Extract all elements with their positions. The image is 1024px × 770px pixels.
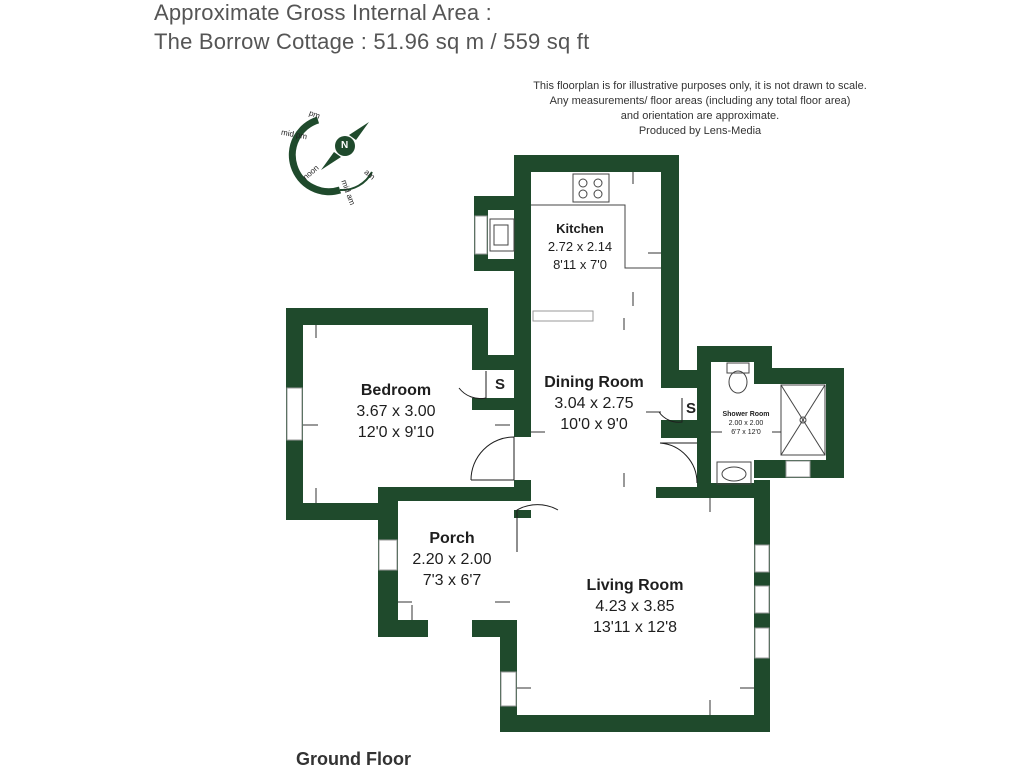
shower-door-swing — [659, 442, 698, 484]
room-metric: 2.20 x 2.00 — [412, 551, 492, 568]
room-imperial: 10'0 x 9'0 — [560, 416, 628, 433]
disclaimer-line: and orientation are approximate. — [620, 110, 780, 122]
kitchen-left-wall — [514, 155, 531, 355]
kitchen-bay-top-wall — [474, 196, 531, 210]
kitchen-sink-icon — [489, 218, 515, 252]
compass-north-label: N — [341, 140, 349, 151]
floor-label: Ground Floor — [296, 749, 411, 769]
windows — [286, 215, 811, 707]
porch-top-wall — [388, 487, 531, 501]
area-title-line-2: The Borrow Cottage : 51.96 sq m / 559 sq… — [154, 29, 590, 54]
shower-drain-icon — [799, 416, 807, 424]
hob-ring-icon — [578, 189, 588, 199]
compass — [288, 116, 373, 196]
shower-tray-line — [780, 384, 826, 456]
dimension-markers — [303, 172, 781, 715]
hob-ring-icon — [578, 178, 588, 188]
living-right-window-2 — [754, 585, 770, 614]
room-metric: 4.23 x 3.85 — [595, 598, 675, 615]
shower-fixtures — [716, 362, 826, 485]
shower-bay-right-wall — [826, 368, 844, 478]
room-metric: 3.04 x 2.75 — [554, 395, 634, 412]
bedroom-door-swing — [470, 436, 515, 481]
room-imperial: 8'11 x 7'0 — [553, 257, 607, 272]
room-name: Bedroom — [360, 382, 432, 399]
shower-tray-icon — [780, 384, 826, 456]
toilet-cistern-icon — [726, 362, 750, 374]
disclaimer: This floorplan is for illustrative purpo… — [510, 79, 890, 139]
bedroom-top-wall — [286, 308, 488, 325]
hob-ring-icon — [593, 178, 603, 188]
room-imperial: 13'11 x 12'8 — [592, 619, 678, 636]
storage-label-bedroom: S — [495, 376, 506, 393]
living-right-window-1 — [754, 544, 770, 573]
shower-left-wall — [697, 346, 711, 498]
shower-bottom-wall — [697, 483, 770, 498]
doors — [458, 371, 698, 552]
disclaimer-line: Any measurements/ floor areas (including… — [549, 95, 851, 107]
room-name: Shower Room — [722, 411, 770, 418]
living-bottom-wall — [500, 715, 770, 732]
hob-ring-icon — [593, 189, 603, 199]
porch-label: Porch 2.20 x 2.00 7'3 x 6'7 — [402, 528, 502, 591]
kitchen-window — [474, 215, 488, 255]
shower-top-wall — [697, 346, 772, 362]
room-name: Living Room — [586, 577, 684, 594]
living-room-label: Living Room 4.23 x 3.85 13'11 x 12'8 — [575, 575, 695, 638]
compass-dial-icon — [335, 136, 355, 156]
room-imperial: 7'3 x 6'7 — [422, 572, 482, 589]
storage-label-dining: S — [686, 400, 697, 417]
kitchen-bay-bottom-wall — [474, 259, 531, 271]
porch-divider-stub — [514, 510, 531, 518]
room-metric: 2.72 x 2.14 — [547, 239, 613, 254]
kitchen-top-wall — [514, 155, 679, 172]
dining-right-store-top — [661, 370, 697, 388]
room-name: Dining Room — [544, 374, 644, 391]
sun-arc-icon — [288, 116, 342, 196]
shower-room-label: Shower Room 2.00 x 2.00 6'7 x 12'0 — [713, 410, 779, 437]
dining-right-store-bottom — [661, 420, 697, 438]
bedroom-bottom-wall — [286, 503, 392, 520]
room-metric: 2.00 x 2.00 — [728, 420, 764, 427]
kitchen-label: Kitchen 2.72 x 2.14 8'11 x 7'0 — [530, 220, 630, 274]
porch-window — [378, 539, 398, 571]
kitchen-dining-opening — [532, 310, 594, 322]
room-imperial: 6'7 x 12'0 — [731, 429, 761, 436]
dining-room-label: Dining Room 3.04 x 2.75 10'0 x 9'0 — [534, 372, 654, 435]
basin-icon — [716, 461, 752, 485]
toilet-bowl-icon — [728, 370, 748, 394]
bedroom-right-upper-wall — [472, 308, 488, 356]
dining-left-wall — [514, 355, 531, 437]
store-door-dining — [658, 398, 683, 423]
disclaimer-line: Produced by Lens-Media — [638, 125, 762, 137]
kitchen-sink-basin-icon — [493, 224, 509, 246]
store-door-bedroom — [458, 371, 487, 400]
living-left-window — [500, 671, 517, 707]
bedroom-label: Bedroom 3.67 x 3.00 12'0 x 9'10 — [336, 380, 456, 443]
porch-door-swing — [516, 504, 559, 552]
dining-left-stub — [514, 480, 531, 498]
disclaimer-line: This floorplan is for illustrative purpo… — [533, 80, 867, 92]
kitchen-right-wall — [661, 155, 679, 370]
shower-bay-top-wall — [754, 368, 844, 384]
bedroom-window — [286, 387, 303, 441]
sun-arc-am-icon — [339, 171, 373, 192]
north-arrow-icon — [349, 122, 369, 140]
room-metric: 3.67 x 3.00 — [356, 403, 436, 420]
south-arrow-icon — [321, 152, 341, 170]
kitchen-counter — [531, 204, 661, 269]
room-name: Porch — [429, 530, 475, 547]
living-right-window-3 — [754, 627, 770, 659]
room-imperial: 12'0 x 9'10 — [357, 424, 435, 441]
porch-bottom-left-wall — [378, 620, 428, 637]
room-name: Kitchen — [556, 221, 604, 236]
hob-icon — [572, 173, 610, 203]
basin-bowl-icon — [721, 466, 747, 482]
shower-window — [785, 460, 811, 478]
kitchen-counters — [489, 173, 661, 269]
area-title-line-1: Approximate Gross Internal Area : — [154, 0, 492, 25]
